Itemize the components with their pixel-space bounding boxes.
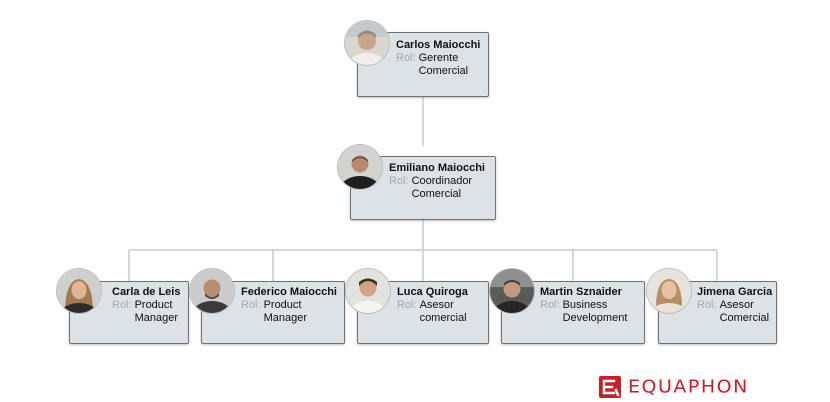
person-name: Carlos Maiocchi bbox=[396, 39, 480, 52]
avatar-emiliano-maiocchi bbox=[338, 145, 382, 189]
person-photo-icon bbox=[338, 145, 382, 189]
role-label: Rol: bbox=[241, 299, 261, 325]
role-value: Asesor comercial bbox=[420, 299, 467, 325]
avatar-carla-de-leis bbox=[57, 269, 101, 313]
person-name: Emiliano Maiocchi bbox=[389, 162, 485, 175]
avatar-luca-quiroga bbox=[346, 269, 390, 313]
avatar-martin-sznaider bbox=[490, 269, 534, 313]
role-label: Rol: bbox=[389, 175, 409, 201]
person-name: Luca Quiroga bbox=[397, 286, 468, 299]
role-value: Product Manager bbox=[135, 299, 178, 325]
logo-wordmark: EQUAPHON bbox=[628, 378, 749, 396]
person-photo-icon bbox=[345, 21, 389, 65]
equaphon-logo: EQUAPHON bbox=[599, 376, 749, 398]
person-name: Federico Maiocchi bbox=[241, 286, 337, 299]
role-label: Rol: bbox=[396, 52, 416, 78]
role-label: Rol: bbox=[540, 299, 560, 325]
role-label: Rol: bbox=[697, 299, 717, 325]
avatar-federico-maiocchi bbox=[190, 269, 234, 313]
person-name: Martin Sznaider bbox=[540, 286, 627, 299]
person-photo-icon bbox=[490, 269, 534, 313]
role-value: Asesor Comercial bbox=[720, 299, 770, 325]
avatar-jimena-garcia bbox=[647, 269, 691, 313]
avatar-carlos-maiocchi bbox=[345, 21, 389, 65]
role-label: Rol: bbox=[397, 299, 417, 325]
person-photo-icon bbox=[190, 269, 234, 313]
person-name: Jimena Garcia bbox=[697, 286, 772, 299]
person-photo-icon bbox=[647, 269, 691, 313]
equaphon-logo-mark-icon bbox=[599, 376, 621, 398]
person-photo-icon bbox=[57, 269, 101, 313]
person-name: Carla de Leis bbox=[112, 286, 180, 299]
person-photo-icon bbox=[346, 269, 390, 313]
role-value: Gerente Comercial bbox=[419, 52, 469, 78]
role-label: Rol: bbox=[112, 299, 132, 325]
role-value: Product Manager bbox=[264, 299, 307, 325]
role-value: Business Development bbox=[563, 299, 628, 325]
role-value: Coordinador Comercial bbox=[412, 175, 473, 201]
